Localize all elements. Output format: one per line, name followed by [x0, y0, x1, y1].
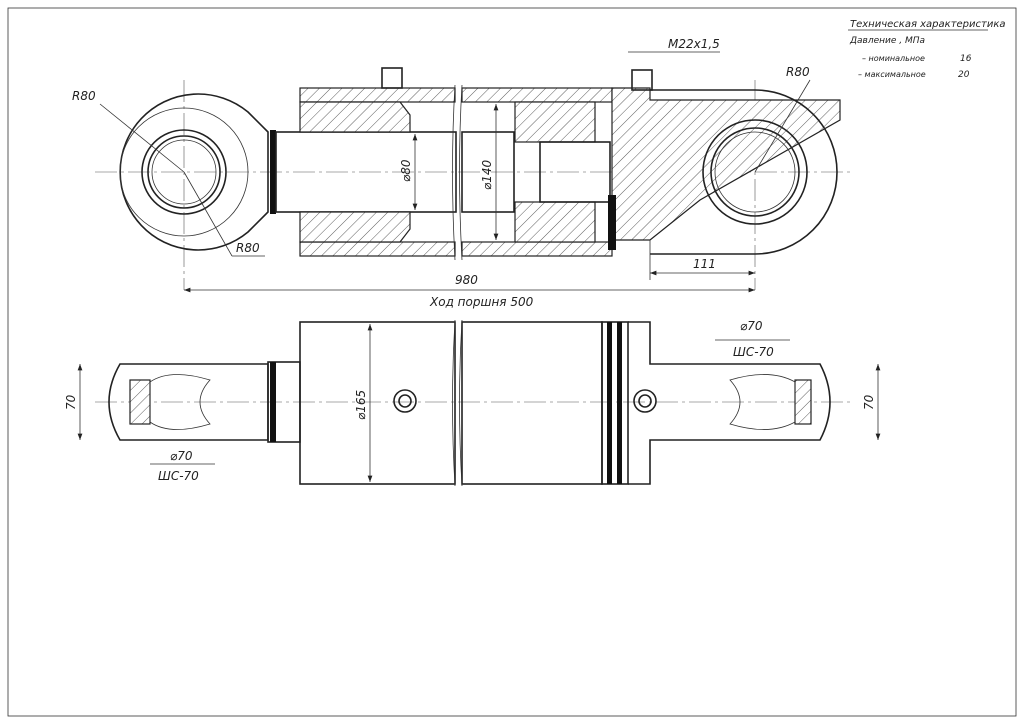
pressure-label: Давление , МПа [849, 36, 925, 46]
head-length-label: 111 [693, 257, 716, 271]
right-bearing-diameter: ⌀70 [740, 319, 763, 333]
wiper-ring [270, 130, 276, 214]
top-section-view: ⌀80 ⌀140 980 111 Ход поршня 500 M22x1,5 … [72, 37, 850, 309]
left-bearing-diameter: ⌀70 [170, 449, 193, 463]
right-clevis [650, 89, 838, 255]
right-bearing-label: ШС-70 [733, 345, 774, 359]
cylinder-head [611, 87, 841, 241]
port-plan-right [633, 389, 657, 413]
cylinder-tube-plan [299, 321, 456, 485]
piston [514, 101, 596, 143]
specs-title: Техническая характеристика [850, 19, 1006, 30]
tube-diameter-label: ⌀165 [354, 390, 368, 420]
specs-table: Техническая характеристика Давление , МП… [848, 19, 1006, 80]
thread-label: M22x1,5 [668, 37, 720, 51]
bore-diameter-label: ⌀140 [480, 160, 494, 190]
radius-left-outer: R80 [72, 89, 96, 103]
left-bearing-label: ШС-70 [158, 469, 199, 483]
rod-diameter-label: ⌀80 [399, 159, 413, 182]
right-width-label: 70 [862, 394, 876, 410]
port-left [381, 67, 403, 89]
right-eye-plan [720, 363, 831, 441]
max-label: – максимальное [858, 70, 926, 79]
gland [299, 101, 411, 133]
radius-right: R80 [786, 65, 810, 79]
radius-left-inner: R80 [236, 241, 260, 255]
port-plan-left [393, 389, 417, 413]
overall-length-label: 980 [455, 273, 478, 287]
port-right [631, 69, 653, 91]
left-width-label: 70 [64, 394, 78, 410]
left-eye-plan [108, 363, 269, 441]
nominal-label: – номинальное [862, 54, 925, 63]
stroke-label: Ход поршня 500 [429, 295, 534, 309]
nominal-value: 16 [960, 54, 972, 64]
max-value: 20 [958, 70, 970, 80]
bottom-plan-view: ⌀165 70 70 ⌀70 ШС-70 ⌀70 ШС-70 [64, 319, 881, 487]
sheet-frame [7, 7, 1017, 717]
